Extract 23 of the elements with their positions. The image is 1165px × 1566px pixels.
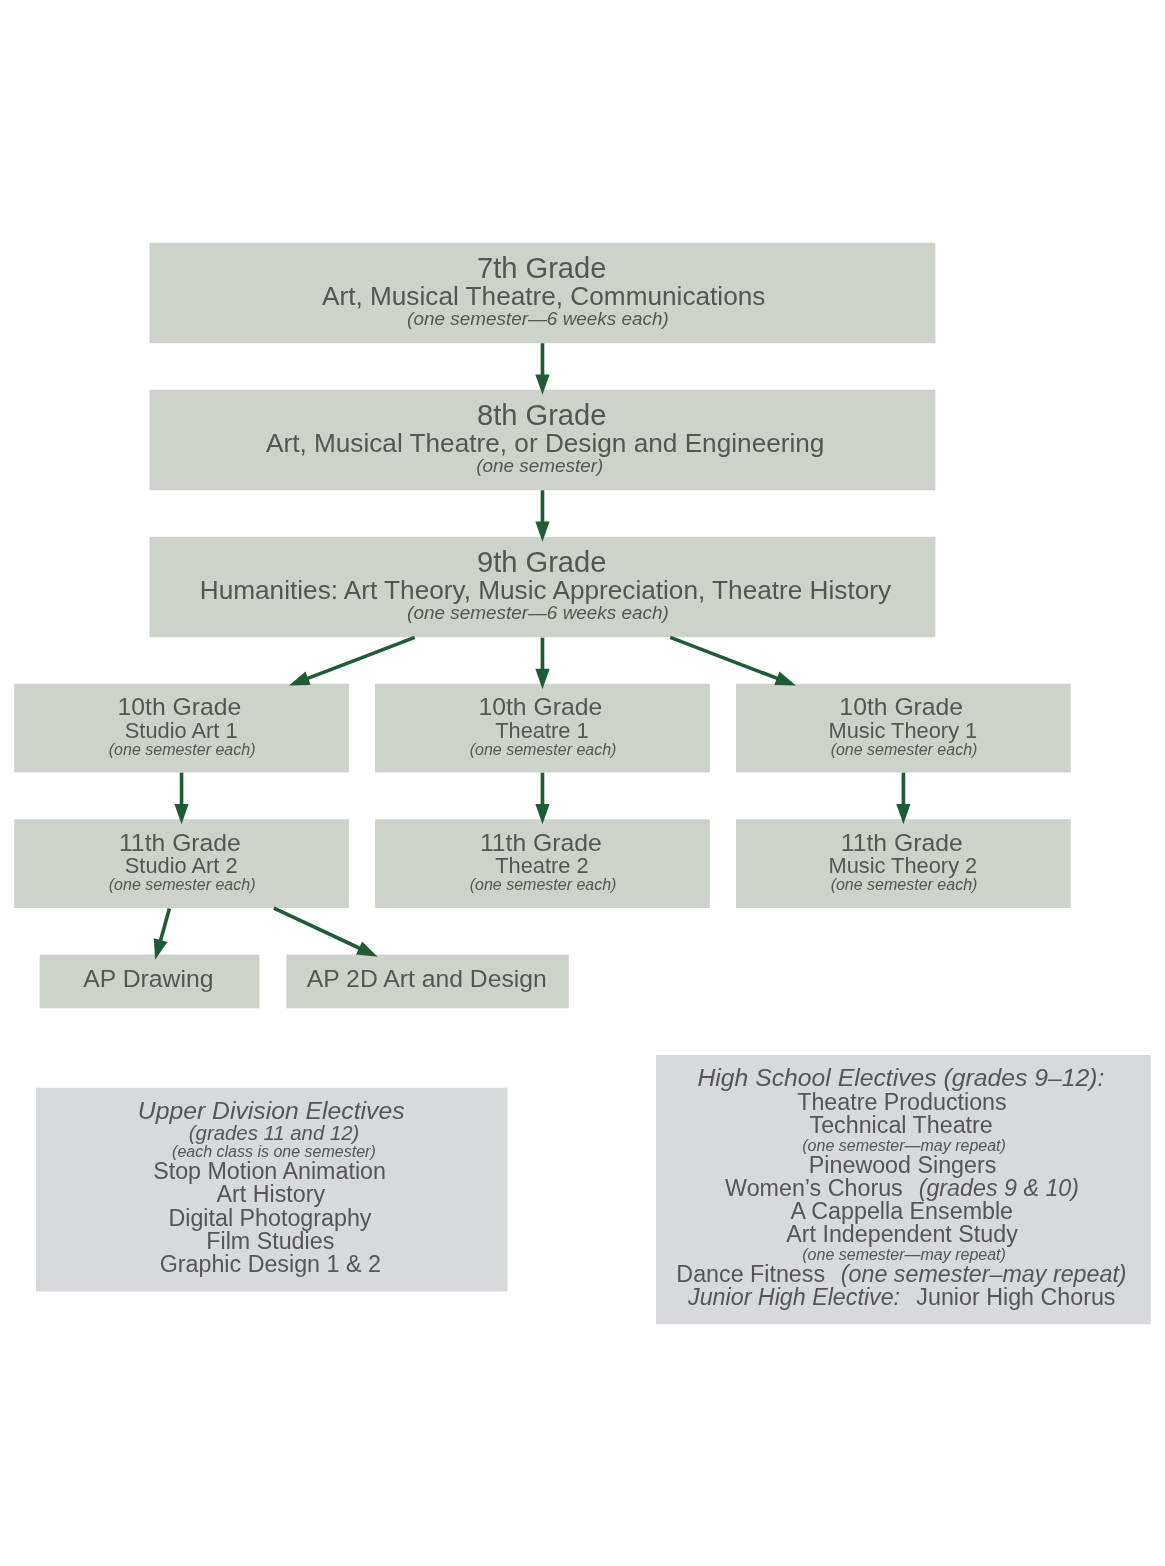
arrow	[535, 489, 550, 542]
arrow	[896, 772, 911, 824]
arrow	[153, 907, 172, 960]
arrow	[289, 635, 416, 686]
node-box: Upper Division Electives (grades 11 and 12) (each class is one semester) Stop Motion Animation Art History Digital Photography Film Studies Graphic Design 1 & 2	[36, 1087, 508, 1291]
node-box: AP Drawing	[39, 954, 260, 1008]
node-box: 11th Grade Theatre 2 (one semester each)	[375, 818, 710, 908]
node-box: 10th Grade Music Theory 1 (one semester each)	[736, 683, 1071, 773]
arrow	[174, 772, 189, 824]
node-box: AP 2D Art and Design	[286, 954, 569, 1008]
arrow	[535, 637, 550, 689]
node-box: High School Electives (grades 9–12): Theatre Productions Technical Theatre (one semester—may repeat) Pinewood Singers Women’s Chorus (grades 9 & 10) A Cappella Ensemble Art Independent Study (one semester—may repeat) Dance Fitness (one semester–may repeat) Junior High Elective: Junior High Chorus	[656, 1054, 1151, 1324]
node-box: 10th Grade Theatre 1 (one semester each)	[375, 683, 710, 773]
node-box: 9th Grade Humanities: Art Theory, Music Appreciation, Theatre History (one semester—6 weeks each)	[149, 536, 936, 637]
arrow	[535, 772, 550, 824]
node-box: 11th Grade Music Theory 2 (one semester each)	[736, 818, 1071, 908]
arrow	[535, 342, 550, 395]
node-box: 8th Grade Art, Musical Theatre, or Design and Engineering (one semester)	[149, 389, 936, 490]
node-box: 7th Grade Art, Musical Theatre, Communications (one semester—6 weeks each)	[149, 242, 936, 343]
node-box: 10th Grade Studio Art 1 (one semester each)	[14, 683, 349, 773]
arrow	[273, 906, 378, 957]
node-box: 11th Grade Studio Art 2 (one semester each)	[14, 818, 349, 908]
arrow	[669, 635, 796, 686]
